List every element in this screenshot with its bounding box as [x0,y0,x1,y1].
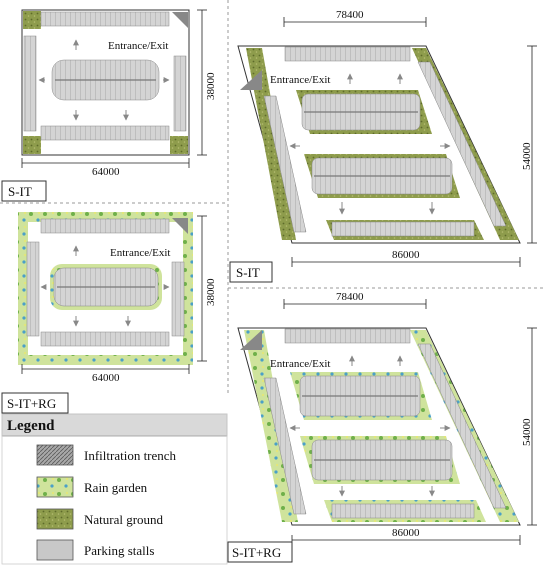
legend-item-label: Natural ground [84,512,164,527]
panel-top-left: Entrance/Exit 64000 38000 S-IT [1,9,217,202]
legend-swatch-rain [36,476,74,498]
panel-bottom-right: Entrance/Exit 78400 86000 54000 S-IT+RG [227,291,537,563]
top-label: 78400 [336,291,364,303]
entrance-marker [240,70,262,90]
legend-item-label: Rain garden [84,480,148,495]
tag-box [227,541,293,563]
entrance-label: Entrance/Exit [108,40,168,52]
parking-column-right [417,343,507,509]
panel-tag: S-IT [8,184,32,199]
width-label: 64000 [92,166,120,178]
parking-column-left [263,95,307,233]
panel-tag: S-IT+RG [7,396,56,411]
parking-row-bottom [40,125,170,141]
legend: Legend Infiltration trench Rain garden N… [1,413,228,565]
panel-top-right: Entrance/Exit 78400 86000 54000 S-IT [229,9,537,283]
width-label: 64000 [92,372,120,384]
legend-swatch-stalls [36,539,74,561]
legend-item-label: Infiltration trench [84,448,177,463]
natural-ground-corner [170,136,188,154]
height-label: 54000 [521,418,533,446]
natural-ground-corner [23,136,41,154]
parking-row-bottom [331,221,475,237]
parking-column-left [263,377,307,515]
tag-box [229,261,273,283]
entrance-marker [172,218,188,234]
width-label: 86000 [392,527,420,539]
width-label: 86000 [392,249,420,261]
entrance-marker [172,12,188,28]
parking-row-top [40,11,170,27]
panel-tag: S-IT+RG [232,545,281,560]
parking-row-top [284,46,411,62]
entrance-marker [240,330,262,350]
legend-swatch-natural [36,508,74,530]
height-label: 54000 [521,142,533,170]
legend-swatch-trench [36,444,74,466]
panel-tag: S-IT [236,265,260,280]
legend-item-label: Parking stalls [84,543,154,558]
parking-column-right [417,61,507,227]
entrance-label: Entrance/Exit [270,358,330,370]
entrance-label: Entrance/Exit [270,74,330,86]
parking-column-left [26,241,40,337]
parking-row-top [40,218,170,234]
legend-title: Legend [7,418,55,434]
parking-row-top [284,328,411,344]
height-label: 38000 [205,72,217,100]
parking-column-right [173,55,187,132]
parking-column-left [23,35,37,132]
parking-column-right [171,261,185,337]
top-label: 78400 [336,9,364,21]
height-label: 38000 [205,278,217,306]
tag-box [1,392,69,414]
natural-ground-left [246,48,296,240]
rain-garden-left [244,330,298,522]
parking-row-bottom [40,331,170,347]
parking-row-bottom [331,503,475,519]
entrance-label: Entrance/Exit [110,247,170,259]
natural-ground-corner [23,11,41,29]
panel-bottom-left: Entrance/Exit 64000 38000 S-IT+RG [1,212,217,414]
tag-box [1,180,47,202]
